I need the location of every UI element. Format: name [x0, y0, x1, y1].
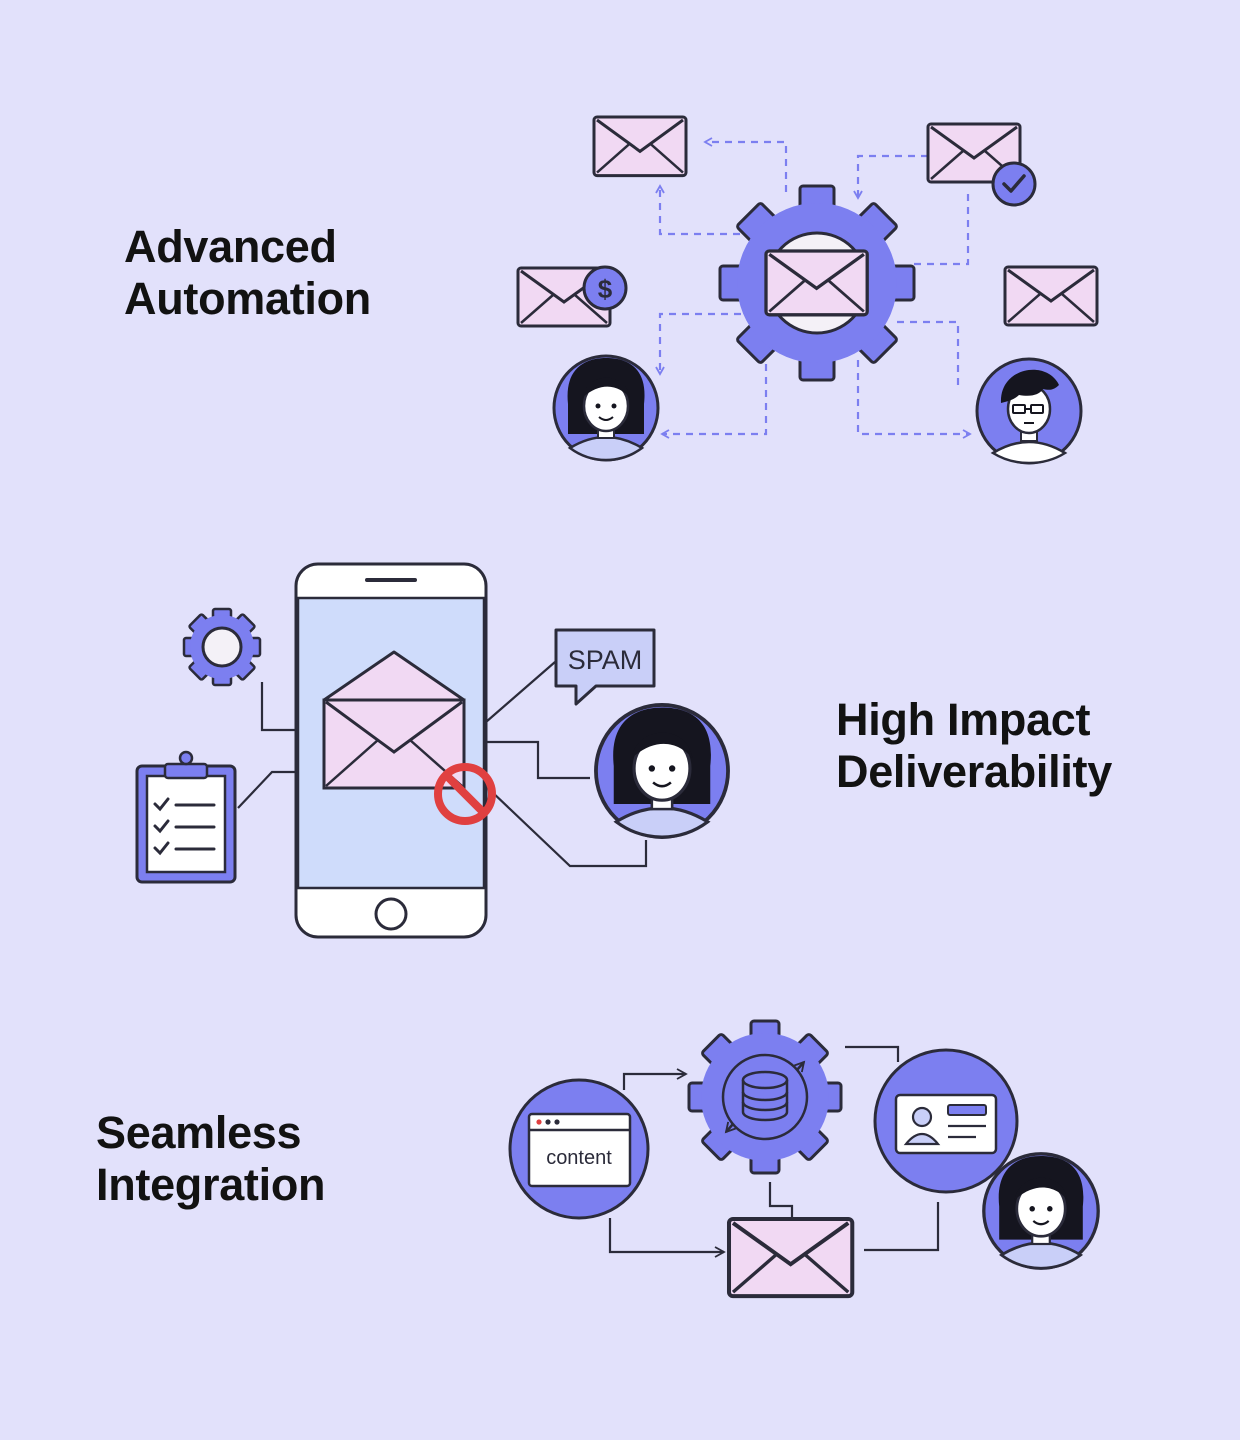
user-avatar [982, 1152, 1100, 1270]
spam-label: SPAM [568, 645, 643, 675]
settings-gear-icon [182, 607, 262, 687]
open-envelope-icon [322, 650, 466, 790]
title-line: Seamless [96, 1107, 302, 1158]
envelope-icon [729, 1219, 852, 1296]
title-line: Deliverability [836, 746, 1112, 797]
integration-illustration: content [508, 1019, 1100, 1296]
female-user-avatar [552, 354, 660, 462]
dashed-flow-lines [655, 137, 972, 439]
connector-lines [608, 1045, 940, 1258]
content-label: content [546, 1147, 612, 1169]
title-line: Automation [124, 273, 371, 324]
deliverability-illustration: SPAM [135, 562, 730, 939]
recipient-avatar [594, 703, 730, 839]
envelope-verified-icon [926, 122, 1037, 207]
currency-symbol: $ [598, 274, 613, 304]
envelope-icon [592, 115, 688, 178]
contact-card-icon [873, 1048, 1019, 1194]
title-line: Integration [96, 1159, 326, 1210]
advanced-automation-title: Advanced Automation [124, 221, 371, 325]
spam-speech-bubble: SPAM [554, 628, 656, 706]
high-impact-deliverability-title: High Impact Deliverability [836, 694, 1112, 798]
title-line: Advanced [124, 221, 337, 272]
checklist-clipboard-icon [135, 750, 237, 884]
envelope-icon [1003, 265, 1099, 327]
envelope-payment-icon: $ [516, 265, 628, 328]
title-line: High Impact [836, 694, 1091, 745]
blocked-icon [434, 763, 496, 825]
male-user-avatar [975, 357, 1083, 465]
automation-illustration: $ [516, 115, 1099, 465]
database-gear-icon [687, 1019, 843, 1175]
content-window-icon: content [508, 1078, 650, 1220]
seamless-integration-title: Seamless Integration [96, 1107, 326, 1211]
automation-gear-icon [718, 184, 916, 382]
